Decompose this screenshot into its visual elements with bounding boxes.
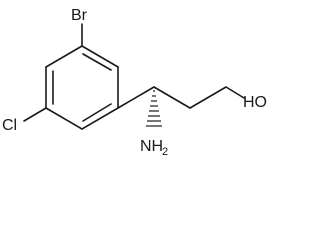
molecule-structure: Br Cl HO NH 2 <box>2 7 267 158</box>
ring-bond <box>81 107 119 130</box>
benzene-ring <box>45 45 119 130</box>
ring-bond <box>81 45 119 68</box>
atom-nh-subscript: 2 <box>162 146 168 158</box>
bond-c-cl <box>23 107 47 122</box>
atom-br-label: Br <box>71 7 88 24</box>
atom-cl-label: Cl <box>2 117 17 134</box>
ring-bond <box>45 45 83 68</box>
bond-ch2-oh <box>225 86 245 99</box>
bond-ring-chiral <box>117 86 155 109</box>
ring-double-bond <box>82 103 112 122</box>
atom-oh-label: HO <box>243 94 267 111</box>
hashed-wedge-bond <box>146 90 162 127</box>
ring-bond <box>45 107 83 130</box>
atom-nh-label: NH <box>140 138 163 155</box>
bond-chiral-ch2 <box>153 86 191 109</box>
ring-double-bond <box>82 53 112 71</box>
bond-ch2-ch2 <box>189 86 227 109</box>
